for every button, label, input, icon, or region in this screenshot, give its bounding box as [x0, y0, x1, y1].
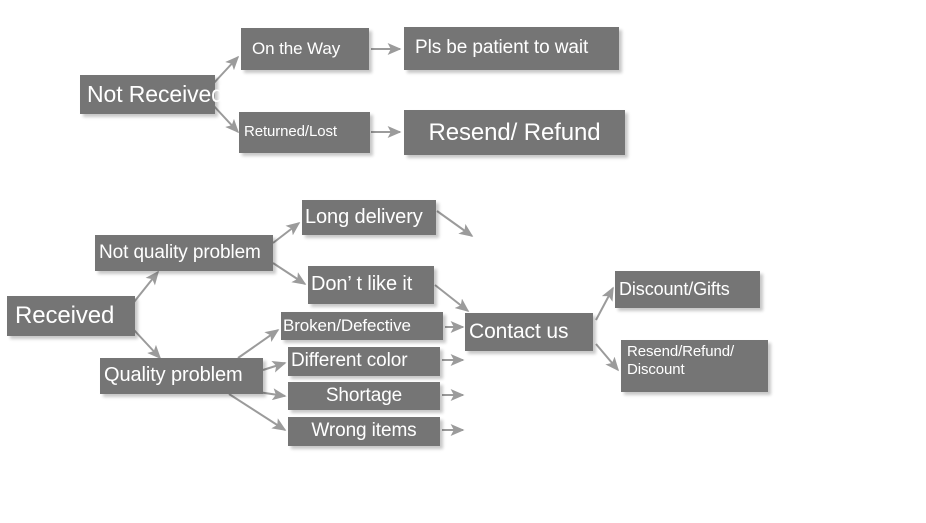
node-broken_defective[interactable]: Broken/Defective	[281, 312, 443, 340]
node-label-different_color: Different color	[291, 350, 408, 372]
node-discount_gifts[interactable]: Discount/Gifts	[615, 271, 760, 308]
connector-quality-to-different_color	[262, 361, 287, 373]
node-label-shortage: Shortage	[325, 384, 403, 406]
node-label-resend_refund_disc: Resend/Refund/ Discount	[627, 343, 735, 378]
node-long_delivery[interactable]: Long delivery	[302, 200, 436, 235]
connector-contact_us-to-discount_gifts	[595, 286, 614, 321]
node-pls_wait[interactable]: Pls be patient to wait	[404, 27, 619, 70]
node-label-discount_gifts: Discount/Gifts	[619, 278, 730, 299]
node-label-quality: Quality problem	[104, 364, 243, 387]
node-label-not_quality: Not quality problem	[99, 241, 261, 263]
connector-quality-to-wrong_items	[228, 393, 287, 431]
connector-quality-to-broken_defective	[237, 329, 280, 359]
node-label-on_the_way: On the Way	[252, 38, 341, 58]
node-resend_refund_disc[interactable]: Resend/Refund/ Discount	[621, 340, 768, 392]
connector-long_delivery-to-contact_us	[436, 210, 474, 237]
node-not_received[interactable]: Not Received	[80, 75, 224, 114]
connector-received-to-not_quality	[133, 270, 159, 303]
node-returned_lost[interactable]: Returned/Lost	[239, 112, 370, 153]
node-label-resend_refund: Resend/ Refund	[428, 118, 601, 146]
node-wrong_items[interactable]: Wrong items	[288, 417, 440, 446]
connector-dont_like_it-to-contact_us	[434, 284, 470, 312]
connector-not_quality-to-long_delivery	[272, 222, 301, 244]
connector-not_quality-to-dont_like_it	[272, 262, 307, 285]
node-label-wrong_items: Wrong items	[311, 420, 417, 442]
node-contact_us[interactable]: Contact us	[465, 313, 593, 351]
node-label-returned_lost: Returned/Lost	[244, 123, 337, 141]
node-label-dont_like_it: Don’ t like it	[311, 273, 413, 296]
node-label-pls_wait: Pls be patient to wait	[415, 37, 589, 59]
node-label-received: Received	[15, 302, 115, 330]
node-quality[interactable]: Quality problem	[100, 358, 263, 394]
connector-received-to-quality	[133, 329, 162, 360]
node-label-not_received: Not Received	[87, 81, 224, 108]
connector-not_received-to-returned_lost	[211, 103, 240, 134]
node-label-broken_defective: Broken/Defective	[283, 315, 411, 335]
node-label-long_delivery: Long delivery	[305, 205, 423, 228]
node-different_color[interactable]: Different color	[288, 347, 440, 376]
node-on_the_way[interactable]: On the Way	[241, 28, 369, 70]
node-label-contact_us: Contact us	[469, 319, 569, 343]
node-resend_refund[interactable]: Resend/ Refund	[404, 110, 625, 155]
connector-contact_us-to-resend_refund_disc	[595, 343, 620, 372]
node-shortage[interactable]: Shortage	[288, 382, 440, 410]
node-not_quality[interactable]: Not quality problem	[95, 235, 273, 271]
node-dont_like_it[interactable]: Don’ t like it	[308, 266, 434, 304]
node-received[interactable]: Received	[7, 296, 135, 336]
